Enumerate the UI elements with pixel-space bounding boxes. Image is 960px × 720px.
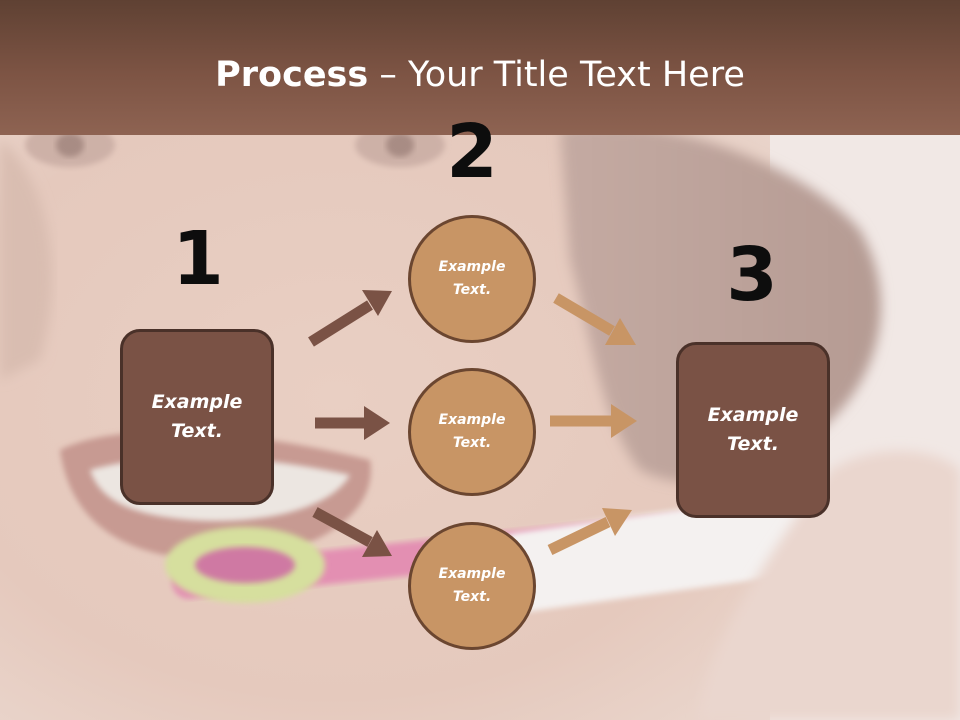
arrow-1-to-2b	[315, 406, 390, 440]
step-1-box[interactable]: Example Text.	[120, 329, 274, 505]
step-number-2: 2	[446, 109, 498, 195]
step-2-circle-1[interactable]: Example Text.	[408, 215, 536, 343]
step-number-1: 1	[172, 216, 224, 302]
step-2-circle-3-text: Example Text.	[438, 566, 506, 605]
step-2-circle-2[interactable]: Example Text.	[408, 368, 536, 496]
title-bold: Process	[215, 55, 369, 95]
arrow-1-to-2c	[312, 507, 392, 557]
step-2-circle-3[interactable]: Example Text.	[408, 522, 536, 650]
step-1-text: Example Text.	[151, 391, 243, 442]
arrow-2c-to-3	[547, 508, 632, 555]
slide-title: Process – Your Title Text Here	[0, 50, 960, 100]
step-number-3: 3	[726, 232, 778, 318]
step-2-circle-1-text: Example Text.	[438, 259, 506, 298]
title-bar	[0, 0, 960, 135]
arrow-2a-to-3	[553, 293, 636, 345]
title-rest: – Your Title Text Here	[368, 55, 745, 95]
step-2-circle-2-text: Example Text.	[438, 412, 506, 451]
arrow-1-to-2a	[308, 290, 392, 347]
step-3-text: Example Text.	[707, 404, 799, 455]
arrow-2b-to-3	[550, 404, 637, 438]
step-3-box[interactable]: Example Text.	[676, 342, 830, 518]
